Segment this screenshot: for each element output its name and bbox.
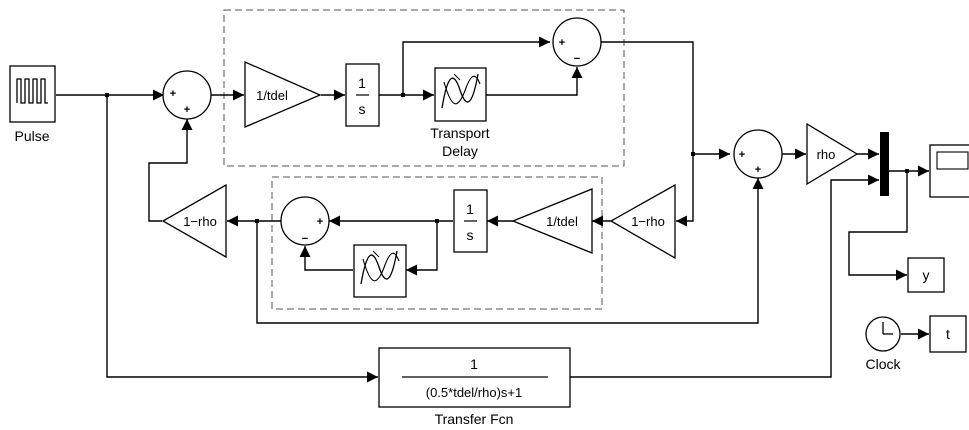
sum-block-3[interactable] bbox=[733, 129, 783, 179]
gain-1-minus-rho-right-label: 1−rho bbox=[631, 214, 665, 229]
gain-tdel-top-block[interactable] bbox=[244, 61, 322, 128]
integrator-bottom-numerator: 1 bbox=[466, 201, 474, 217]
sum3-sign-bottom: + bbox=[755, 164, 761, 176]
sum1-sign-bottom: + bbox=[184, 104, 190, 116]
pulse-generator-block[interactable] bbox=[9, 65, 56, 123]
transfer-fcn-label: Transfer Fcn bbox=[435, 411, 514, 427]
gain-1-minus-rho-left-label: 1−rho bbox=[183, 214, 217, 229]
to-workspace-t-block[interactable] bbox=[929, 315, 967, 353]
sum4-sign-bottom: − bbox=[302, 233, 308, 245]
gain-rho-block[interactable] bbox=[806, 122, 859, 186]
gain-1-minus-rho-right-block[interactable] bbox=[609, 183, 676, 260]
integrator-bottom-denominator: s bbox=[467, 227, 474, 243]
integrator-bottom-block[interactable] bbox=[453, 189, 488, 253]
transport-delay-label-line1: Transport bbox=[430, 125, 490, 141]
clock-label: Clock bbox=[865, 356, 901, 372]
lower-delay-subsystem bbox=[271, 176, 603, 310]
transport-delay-top-block[interactable] bbox=[434, 67, 487, 122]
pulse-label: Pulse bbox=[14, 128, 49, 144]
gain-tdel-bottom-label: 1/tdel bbox=[546, 214, 578, 229]
transfer-fcn-block[interactable] bbox=[378, 347, 571, 408]
transport-delay-bottom-block[interactable] bbox=[353, 244, 407, 298]
scope-screen-icon bbox=[936, 151, 969, 170]
sum2-sign-bottom: − bbox=[574, 53, 580, 65]
mux-block[interactable] bbox=[880, 132, 889, 196]
gain-rho-label: rho bbox=[817, 147, 836, 162]
clock-block[interactable] bbox=[865, 316, 901, 352]
pulse-wave-icon bbox=[16, 78, 48, 104]
junction-dots bbox=[105, 93, 909, 223]
sum-block-1[interactable] bbox=[162, 70, 212, 120]
integrator-top-block[interactable] bbox=[345, 63, 380, 127]
scope-block[interactable] bbox=[929, 144, 969, 198]
to-workspace-y-block[interactable] bbox=[907, 257, 945, 293]
sum3-sign-left: + bbox=[739, 149, 745, 161]
gain-tdel-bottom-block[interactable] bbox=[511, 188, 593, 254]
transport-delay-label-line2: Delay bbox=[442, 143, 478, 159]
integrator-top-numerator: 1 bbox=[358, 75, 366, 91]
sum2-sign-left: + bbox=[559, 37, 565, 49]
sum4-sign-right: + bbox=[317, 216, 323, 228]
transport-delay-bottom-icon bbox=[360, 250, 400, 285]
upper-delay-subsystem bbox=[223, 9, 625, 167]
transport-delay-icon bbox=[441, 73, 481, 109]
sum-block-2[interactable] bbox=[552, 17, 602, 67]
gain-tdel-top-label: 1/tdel bbox=[256, 88, 288, 103]
sum1-sign-left: + bbox=[170, 88, 176, 100]
to-workspace-t-label: t bbox=[946, 326, 950, 342]
sum-block-4[interactable] bbox=[280, 196, 330, 246]
gain-1-minus-rho-left-block[interactable] bbox=[161, 183, 227, 259]
to-workspace-y-label: y bbox=[923, 267, 930, 283]
transfer-fcn-numerator: 1 bbox=[470, 356, 478, 372]
transfer-fcn-denominator: (0.5*tdel/rho)s+1 bbox=[426, 385, 522, 400]
integrator-top-denominator: s bbox=[359, 101, 366, 117]
